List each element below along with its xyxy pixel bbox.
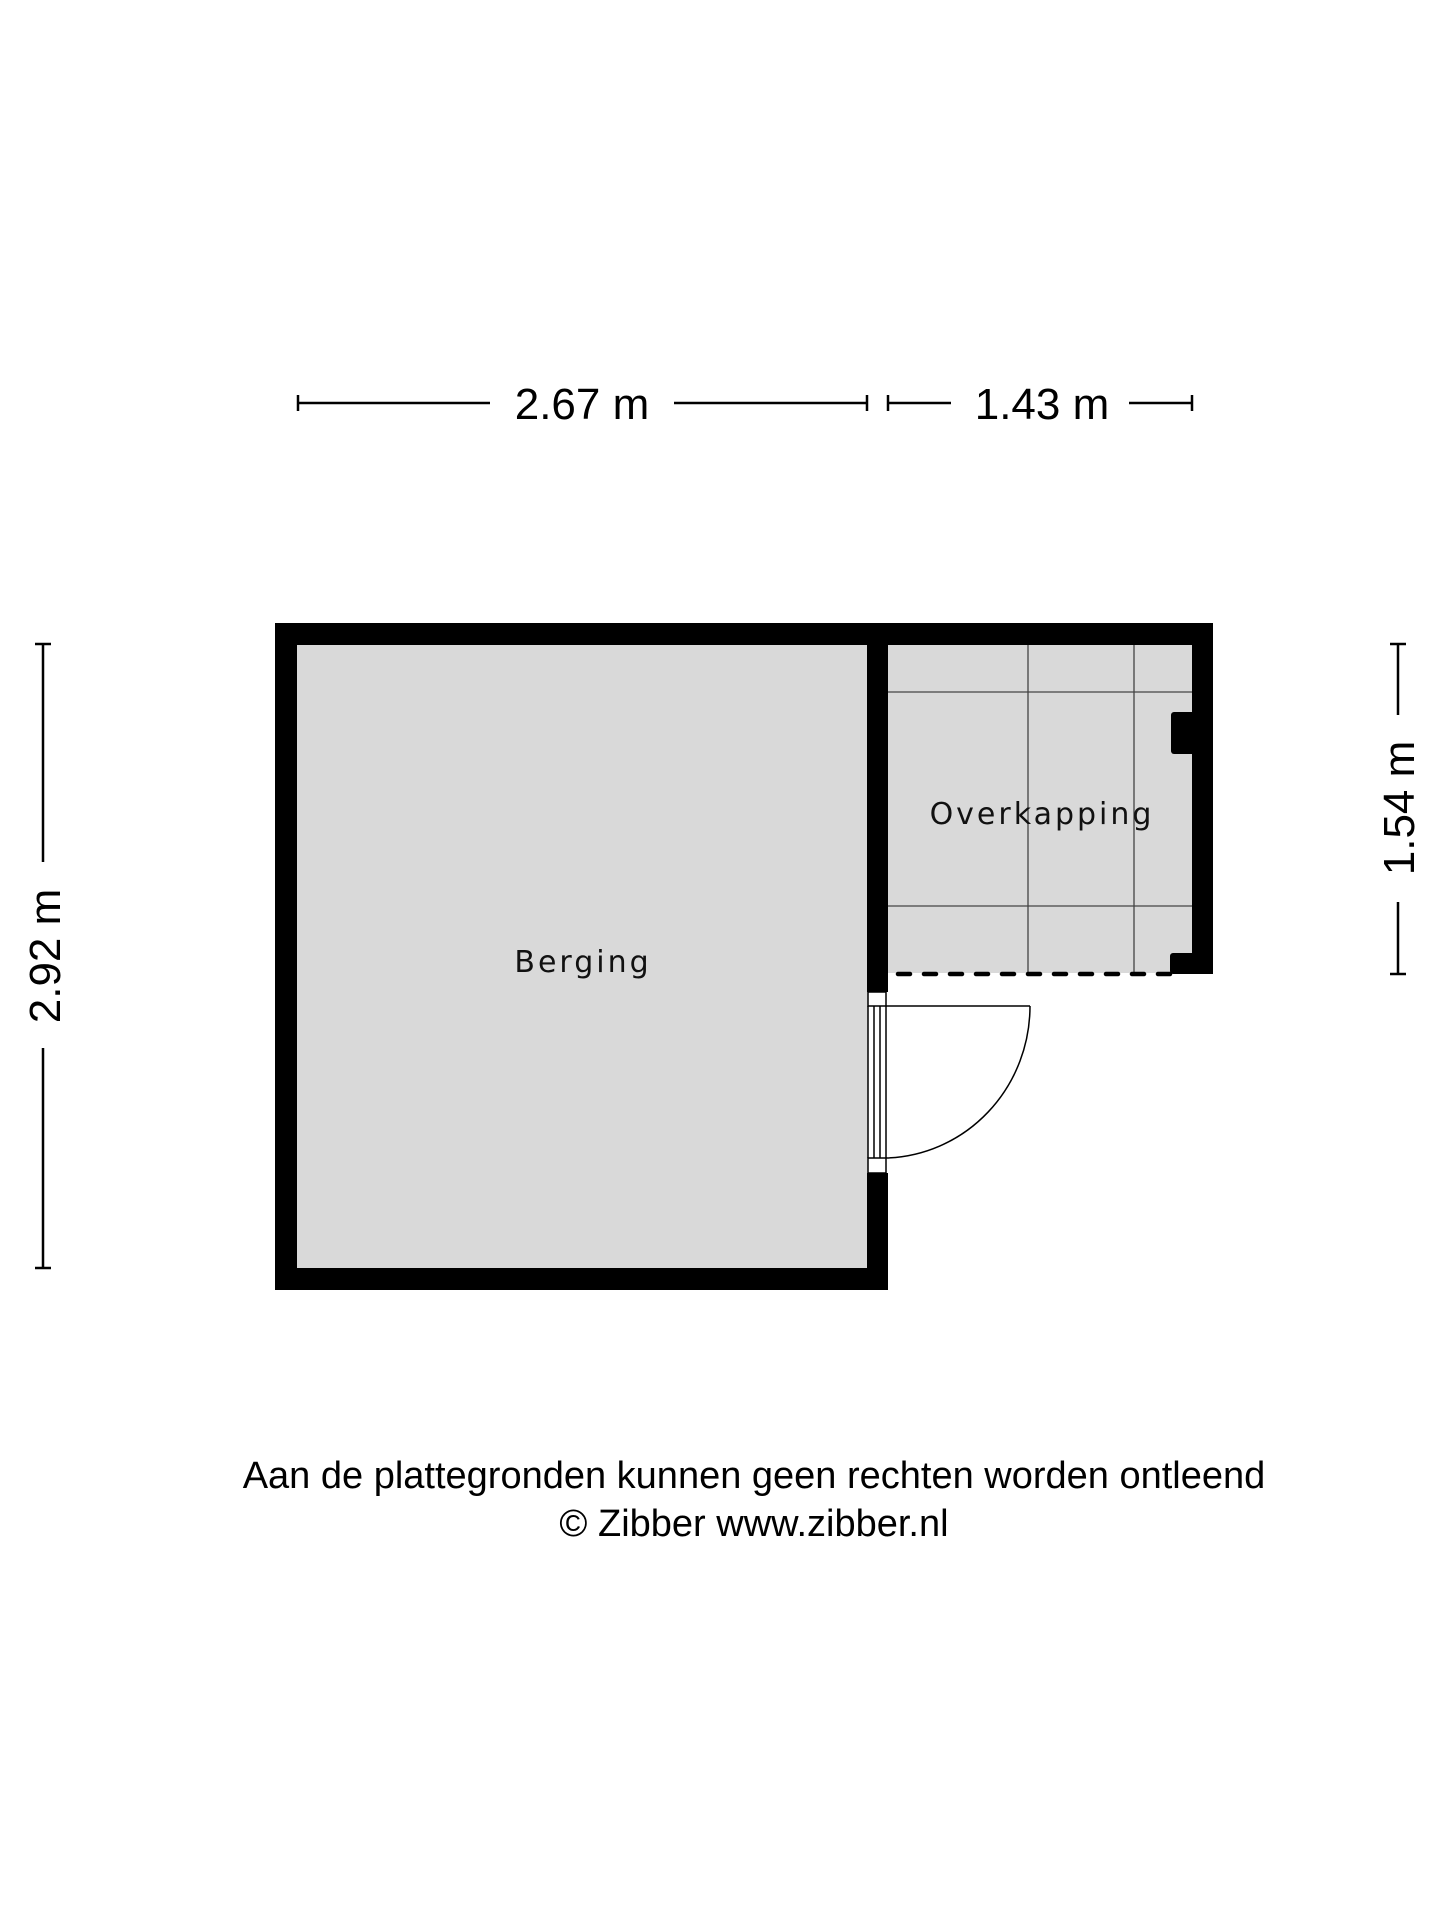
dimension-label-overkapping-width: 1.43 m (975, 380, 1110, 429)
post-lower (1170, 953, 1195, 974)
wall-right (1192, 623, 1213, 974)
wall-middle-upper (867, 623, 888, 992)
door-swing-arc (885, 1005, 1031, 1159)
room-label-overkapping: Overkapping (930, 797, 1155, 832)
room-floor-berging (297, 645, 868, 1268)
dimension-berging-width (296, 395, 869, 411)
walls (275, 623, 1213, 1290)
wall-top (275, 623, 1213, 645)
door (867, 991, 1031, 1174)
door-frame-bottom (867, 1157, 887, 1174)
dimension-label-overkapping-depth: 1.54 m (1375, 741, 1424, 876)
wall-left (275, 623, 297, 1290)
door-frame-top (867, 991, 887, 1007)
tile-grid (888, 645, 1192, 973)
footer-disclaimer: Aan de plattegronden kunnen geen rechten… (242, 1455, 1266, 1497)
wall-bottom (275, 1268, 888, 1290)
room-floor-overkapping (888, 645, 1192, 973)
footer-copyright: © Zibber www.zibber.nl (559, 1503, 949, 1545)
dimension-label-berging-depth: 2.92 m (21, 889, 70, 1024)
dimension-label-berging-width: 2.67 m (515, 380, 650, 429)
post-upper (1171, 712, 1195, 754)
wall-middle-lower (867, 1173, 888, 1290)
dimension-berging-depth (35, 642, 51, 1270)
dimension-overkapping-depth (1390, 642, 1406, 976)
room-label-berging: Berging (514, 945, 651, 980)
dimension-overkapping-width (886, 395, 1194, 411)
